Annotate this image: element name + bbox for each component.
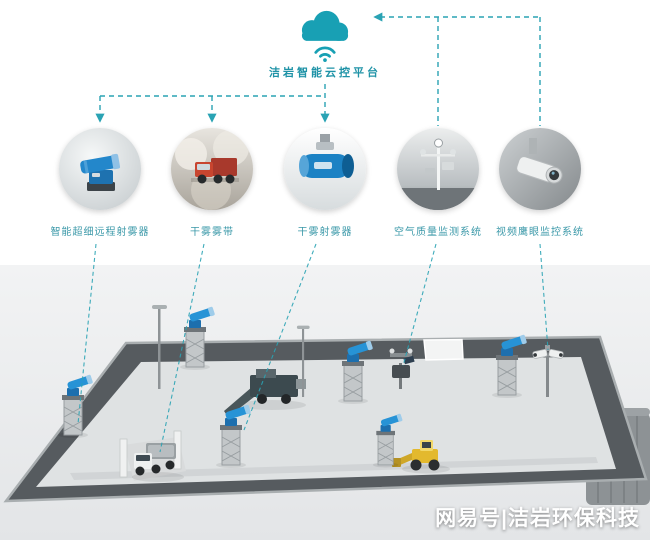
cloud-icon [301, 10, 349, 41]
dry-fog-sprayer-photo [284, 128, 366, 210]
device-video-monitoring: 视频鹰眼监控系统 [470, 128, 610, 238]
fog-cannon-photo [59, 128, 141, 210]
device-label-dry-fog-belt: 干雾雾带 [190, 227, 234, 238]
device-label-air-quality: 空气质量监测系统 [394, 227, 482, 238]
device-air-quality: 空气质量监测系统 [368, 128, 508, 238]
back-gate [423, 338, 464, 361]
cloud-platform-icon [281, 4, 369, 70]
yard-3d-scene [0, 265, 650, 540]
device-label-fog-cannon: 智能超细远程射雾器 [50, 227, 150, 238]
platform-label: 洁岩智能云控平台 [269, 67, 381, 79]
camera-photo [499, 128, 581, 210]
fog-truck-photo [171, 128, 253, 210]
air-quality-station-photo [397, 128, 479, 210]
device-label-dry-fog-sprayer: 干雾射雾器 [297, 227, 353, 238]
camera-pole [532, 345, 564, 397]
device-fog-cannon: 智能超细远程射雾器 [30, 128, 170, 238]
wheel-loader [392, 440, 450, 474]
watermark: 网易号|洁岩环保科技 [435, 507, 640, 530]
device-label-video-monitoring: 视频鹰眼监控系统 [496, 227, 584, 238]
wifi-icon [314, 46, 336, 62]
device-dry-fog-sprayer: 干雾射雾器 [255, 128, 395, 238]
floor-road-strip [70, 457, 598, 480]
device-dry-fog-belt: 干雾雾带 [142, 128, 282, 238]
